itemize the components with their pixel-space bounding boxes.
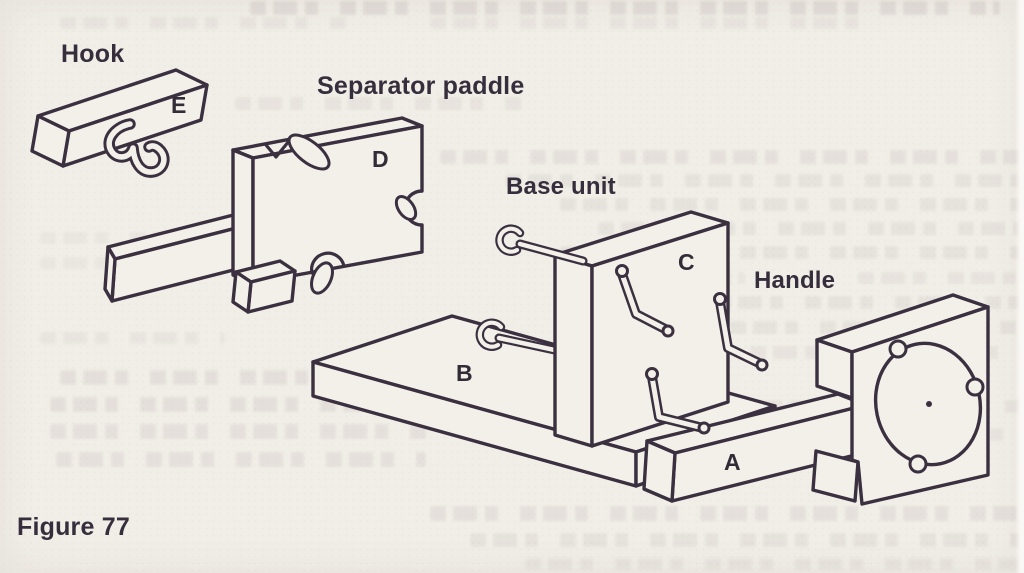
bleedthrough-row: [505, 174, 1020, 187]
bleedthrough-row: [858, 272, 1022, 284]
paddle-bottom-notch: [310, 251, 346, 275]
bleedthrough-row: [235, 97, 525, 110]
scan-page-edge: [1015, 0, 1024, 573]
bleedthrough-row: [250, 1, 1000, 15]
part-letter-b: B: [456, 360, 473, 386]
wheel-block-upper-tab: [815, 338, 854, 400]
label-separator-paddle: Separator paddle: [317, 72, 525, 100]
crank-2-tip: [755, 358, 769, 372]
bleedthrough-row: [430, 506, 1022, 521]
handle-wheel-block: [811, 293, 990, 506]
label-handle: Handle: [754, 267, 836, 294]
base-unit-left-face: [553, 253, 594, 448]
crank-pins: [615, 264, 769, 435]
paddle-arm-end-face: [103, 245, 117, 303]
part-letter-d: D: [372, 146, 389, 172]
bleedthrough-row: [560, 198, 1020, 211]
label-base-unit: Base unit: [506, 173, 616, 200]
hook-bar-end-face: [30, 114, 71, 168]
wheel-knob-bottom: [908, 454, 928, 474]
crank-3-head: [645, 367, 659, 381]
bleedthrough-row: [60, 17, 350, 29]
bleedthrough-row: [470, 533, 1022, 547]
label-hook: Hook: [61, 40, 125, 68]
bleedthrough-row: [440, 150, 1020, 164]
part-letter-e: E: [171, 92, 187, 118]
s-hook-wire: [106, 121, 167, 175]
paddle-top-notch: [264, 139, 291, 159]
paddle-top-rope-tab: [287, 133, 331, 171]
wheel-center-dot: [926, 401, 932, 407]
part-c-base-unit: [553, 210, 730, 448]
part-letter-c: C: [678, 249, 695, 275]
paddle-foot-end-face: [231, 270, 253, 314]
bleedthrough-row: [430, 17, 860, 29]
part-d-separator-paddle: [103, 116, 424, 314]
paddle-left-face: [231, 148, 255, 285]
crank-1-head: [615, 264, 629, 278]
bleedthrough-row: [50, 424, 430, 439]
bleedthrough-row: [56, 452, 426, 467]
crank-1-tip: [661, 324, 675, 338]
part-e-hook-bar: [30, 68, 209, 178]
bleedthrough-row: [525, 558, 1022, 570]
upper-pin: [495, 224, 588, 266]
paddle-bottom-rope-tab: [310, 261, 334, 295]
wheel-knob-top: [888, 339, 908, 359]
crank-3-tip: [697, 421, 711, 435]
wheel-knob-right: [965, 377, 985, 397]
part-letter-a: A: [724, 449, 741, 475]
crank-2-head: [713, 292, 727, 306]
paddle-side-rope-tab: [394, 195, 418, 221]
bleedthrough-row: [40, 332, 225, 344]
wheel-block-lower-foot: [811, 449, 860, 503]
figure-caption: Figure 77: [17, 513, 130, 541]
handle-bar-end-face: [642, 439, 677, 503]
